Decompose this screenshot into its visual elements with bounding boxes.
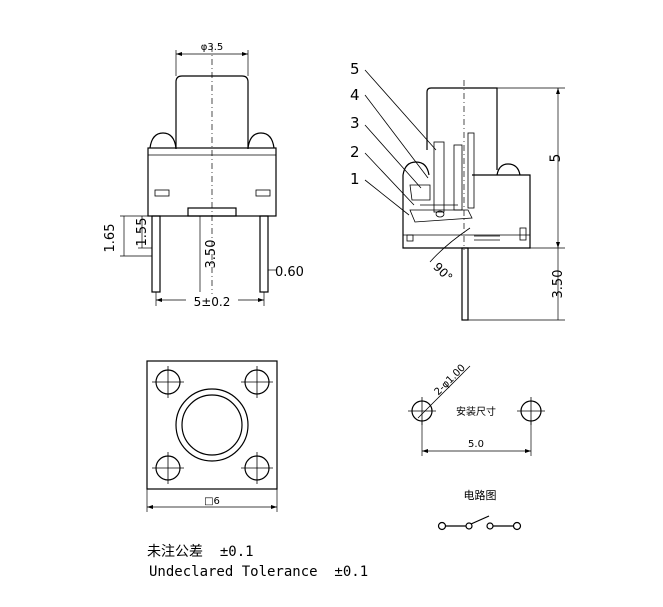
side-body [402,174,531,249]
callout-2: 2 [350,143,360,161]
angle-label: 90° [430,260,455,285]
tolerance-note-cn: 未注公差 ±0.1 [147,544,254,560]
left-pin [151,215,161,293]
side-view: 5 4 3 2 1 5 3.50 90° [350,60,566,321]
top-view: □6 [146,360,278,512]
top-plunger-inner [181,394,243,456]
dim-side-height: 5 [548,154,564,163]
callout-3: 3 [350,114,360,132]
right-bump [247,132,275,149]
dim-holes: 2-φ1.00 [433,363,468,398]
callout-5: 5 [350,60,360,78]
dim-square: □6 [204,496,220,507]
mounting-pattern: 2-φ1.00 安装尺寸 5.0 [408,363,545,456]
top-square [146,360,278,490]
dim-diameter: φ3.5 [201,42,224,53]
dim-height-2: 1.55 [135,218,150,247]
dim-center: 3.50 [204,240,219,269]
circuit-diagram: 电路图 [437,489,522,531]
mounting-label: 安装尺寸 [456,405,496,418]
dim-spacing: 5.0 [468,439,484,450]
dim-side-lead: 3.50 [551,270,566,299]
dim-pin: 0.60 [275,265,304,280]
left-bump [149,132,177,149]
side-plunger [426,87,498,170]
top-holes [152,366,273,484]
right-pin [259,215,269,293]
side-lead [461,247,469,321]
top-plunger-outer [175,388,249,462]
front-view: φ3.5 1.65 1.55 3.50 0.60 5±0.2 [103,42,304,309]
dim-height-1: 1.65 [103,224,118,253]
callout-4: 4 [350,86,360,104]
dim-width: 5±0.2 [194,295,231,309]
circuit-label: 电路图 [464,489,497,502]
callout-1: 1 [350,170,360,188]
tolerance-note-en: Undeclared Tolerance ±0.1 [149,564,369,580]
actuator-base [187,207,237,217]
